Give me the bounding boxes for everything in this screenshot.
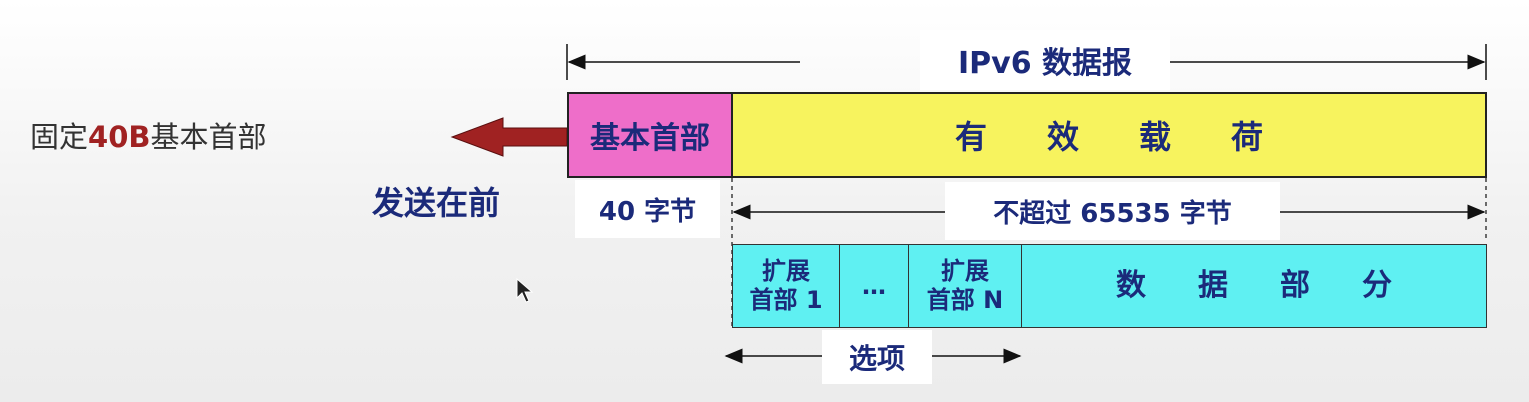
- extension-header-n: 扩展 首部 N: [908, 244, 1022, 328]
- extension-ellipsis: …: [839, 244, 909, 328]
- payload-label: 有效载荷: [954, 118, 1323, 156]
- data-part-label: 数据部分: [1116, 268, 1444, 303]
- datagram-title: IPv6 数据报: [920, 30, 1170, 90]
- note-prefix: 固定: [30, 120, 89, 154]
- send-first-label: 发送在前: [372, 184, 501, 222]
- data-part-box: 数据部分: [1021, 244, 1487, 328]
- send-first-arrow: [450, 117, 568, 157]
- fixed-header-note: 固定40B基本首部: [30, 114, 267, 156]
- header-size-label: 40 字节: [575, 180, 720, 238]
- basic-header-label: 基本首部: [590, 121, 710, 156]
- ellipsis-label: …: [862, 271, 886, 300]
- extension-header-1: 扩展 首部 1: [732, 244, 840, 328]
- ext1-line1: 扩展: [762, 257, 810, 286]
- mouse-cursor-icon: [516, 278, 534, 303]
- basic-header-box: 基本首部: [567, 92, 733, 178]
- payload-box: 有效载荷: [731, 92, 1487, 178]
- options-label: 选项: [822, 330, 932, 384]
- payload-size-label: 不超过 65535 字节: [945, 182, 1280, 240]
- extN-line2: 首部 N: [926, 286, 1004, 314]
- note-highlight: 40B: [88, 120, 151, 154]
- note-suffix: 基本首部: [150, 120, 267, 154]
- extN-line1: 扩展: [941, 257, 989, 286]
- ext1-line2: 首部 1: [749, 286, 823, 314]
